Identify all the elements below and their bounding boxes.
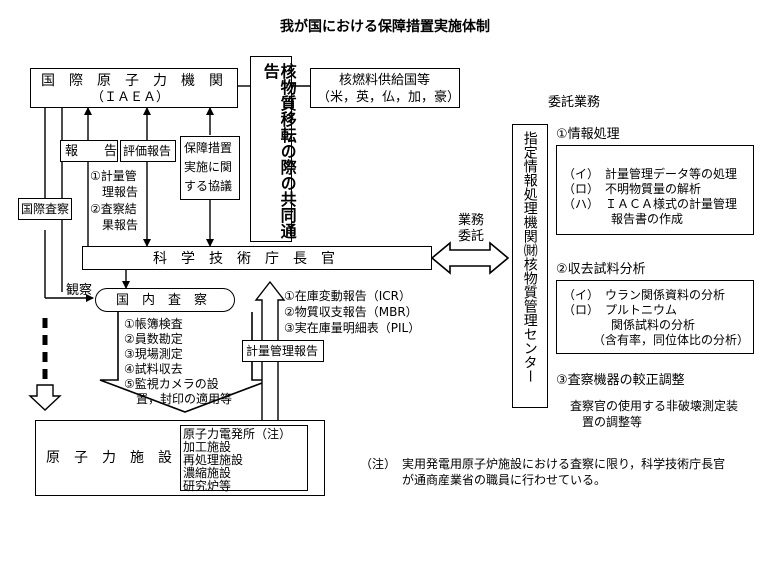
note-line2: が通商産業省の職員に行わせている。 (402, 473, 607, 487)
task-3-title: ③査察機器の較正調整 (556, 373, 685, 388)
joint-notice-box: 核物質移転の際の共同通告 (250, 56, 297, 242)
director-label: 科 学 技 術 庁 長 官 (153, 251, 335, 267)
facility-item-3: 再処理施設 (183, 453, 244, 467)
report-item-4: 果報告 (102, 218, 139, 232)
supplier-box: 核燃料供給国等 （米，英，仏，加，豪） (310, 68, 460, 108)
commission-label-2: 委託 (458, 229, 485, 244)
task-3-item-2: 置の調整等 (582, 415, 643, 429)
domestic-inspection-box: 国 内 査 察 (95, 288, 235, 312)
delegated-heading: 委託業務 (548, 95, 601, 110)
safeguard-agreement-box: 保障措置 実施に関 する協議 (180, 136, 240, 200)
task-2-item-4: （含有率，同位体比の分析） (563, 333, 750, 347)
report-item-3: ②査察結 (90, 202, 137, 216)
supplier-line2: （米，英，仏，加，豪） (317, 90, 461, 105)
iaea-name: 国 際 原 子 力 機 関 (41, 73, 223, 89)
center-box: 指定情報処理機関㈶核物質管理センター (512, 124, 548, 408)
task-1-item-1: （イ） 計量管理データ等の処理 (563, 167, 738, 181)
iaea-abbr: （ＩＡＥＡ） (91, 90, 170, 105)
observation-label: 観察 (66, 283, 93, 298)
domestic-item-2: ②員数勘定 (124, 332, 183, 346)
report-item-2: 理報告 (102, 185, 139, 199)
joint-notice-text: 核物質移転の際の共同通告 (260, 63, 297, 239)
accounting-item-3: ③実在庫量明細表（PIL） (284, 321, 421, 335)
report-label: 報 告 (65, 144, 118, 159)
page-title: 我が国における保障措置実施体制 (280, 19, 490, 35)
intl-inspection-box: 国際査察 (18, 198, 72, 220)
dashed-arrow-head (28, 384, 62, 411)
note-mark: （注） (360, 457, 397, 471)
report-item-1: ①計量管 (90, 169, 137, 183)
note-line1: 実用発電用原子炉施設における査察に限り，科学技術庁長官 (402, 457, 726, 471)
domestic-item-1: ①帳簿検査 (124, 317, 183, 331)
task-1-item-2: （ロ） 不明物質量の解析 (563, 182, 702, 196)
facilities-box: 原 子 力 施 設 原子力電発所（注） 加工施設 再処理施設 濃縮施設 研究炉等 (35, 420, 325, 496)
task-2-item-2: （ロ） プルトニウム (563, 303, 678, 317)
task-1-item-3: （ハ） ＩＡＣＡ様式の計量管理 (563, 197, 738, 211)
evaluation-report-box: 評価報告 (120, 140, 176, 162)
report-box: 報 告 (60, 140, 118, 162)
commission-label-1: 業務 (458, 213, 485, 228)
domestic-item-5: ⑤監視カメラの設 (124, 377, 219, 391)
task-2-title: ②収去試料分析 (556, 262, 646, 277)
task-2-box: （イ） ウラン関係資料の分析 （ロ） プルトニウム 関係試料の分析 （含有率，同… (556, 280, 754, 354)
task-1-item-4: 報告書の作成 (563, 212, 684, 226)
domestic-item-4: ④試料収去 (124, 362, 183, 376)
inspection-to-facility-arrow (99, 312, 271, 413)
agreement-line3: する協議 (184, 179, 233, 193)
accounting-item-2: ②物質収支報告（MBR） (284, 305, 418, 319)
commission-double-arrow (430, 241, 510, 275)
director-box: 科 学 技 術 庁 長 官 (82, 246, 432, 270)
facility-item-2: 加工施設 (183, 440, 232, 454)
task-2-item-1: （イ） ウラン関係資料の分析 (563, 288, 726, 302)
facility-item-4: 濃縮施設 (183, 466, 232, 480)
domestic-item-3: ③現場測定 (124, 347, 183, 361)
accounting-report-label: 計量管理報告 (246, 344, 319, 358)
task-3-item-1: 査察官の使用する非破壊測定装 (570, 399, 739, 413)
accounting-report-box: 計量管理報告 (242, 340, 324, 362)
accounting-item-1: ①在庫変動報告（ICR） (284, 289, 412, 303)
facilities-list-box: 原子力電発所（注） 加工施設 再処理施設 濃縮施設 研究炉等 (180, 425, 308, 493)
task-2-item-3: 関係試料の分析 (563, 318, 696, 332)
facility-item-5: 研究炉等 (183, 479, 232, 493)
task-1-title: ①情報処理 (556, 127, 620, 142)
facility-item-1: 原子力電発所（注） (183, 427, 292, 441)
iaea-box: 国 際 原 子 力 機 関 （ＩＡＥＡ） (30, 68, 238, 108)
agreement-line2: 実施に関 (184, 160, 233, 174)
domestic-item-6: 置，封印の適用等 (124, 392, 233, 406)
domestic-inspection-title: 国 内 査 察 (116, 293, 208, 308)
center-label: 指定情報処理機関㈶核物質管理センター (521, 131, 538, 383)
intl-inspection-label: 国際査察 (21, 202, 70, 216)
facilities-label: 原 子 力 施 設 (46, 450, 172, 466)
evaluation-report-label: 評価報告 (123, 144, 172, 158)
supplier-line1: 核燃料供給国等 (339, 73, 431, 88)
agreement-line1: 保障措置 (184, 141, 233, 155)
task-1-box: （イ） 計量管理データ等の処理 （ロ） 不明物質量の解析 （ハ） ＩＡＣＡ様式の… (556, 145, 754, 235)
